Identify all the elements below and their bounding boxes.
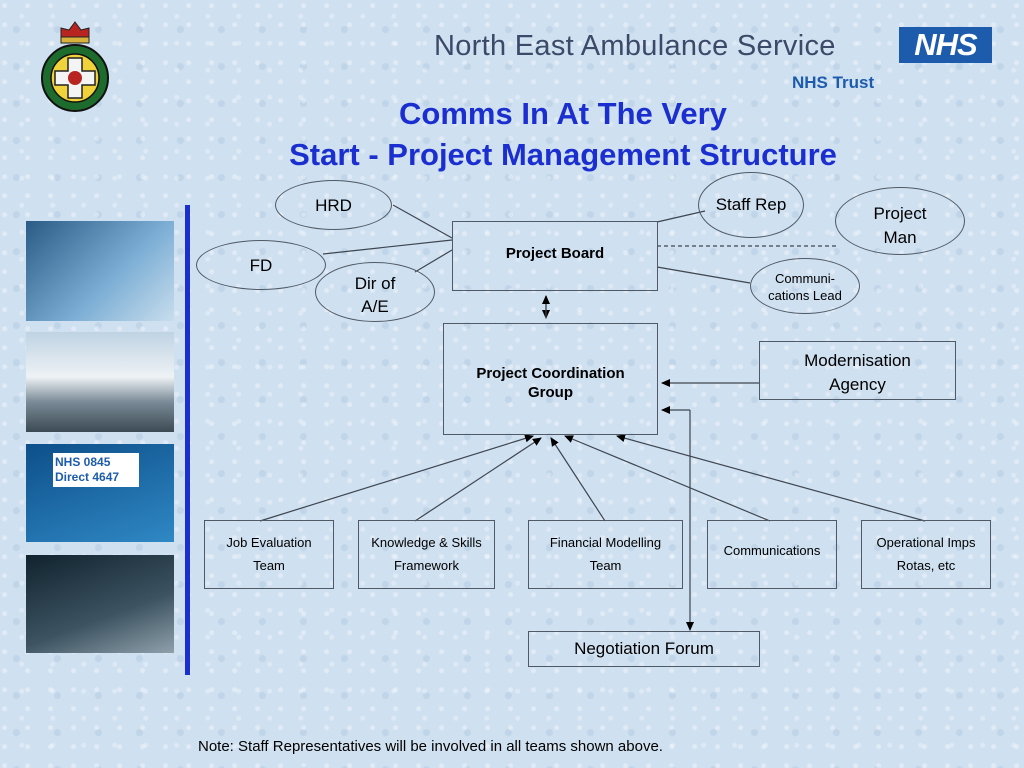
team-label-line2: Rotas, etc bbox=[896, 558, 956, 573]
nhs-direct-line2: Direct 4647 bbox=[55, 470, 120, 484]
staff-rep-label: Staff Rep bbox=[715, 195, 787, 214]
fd-label: FD bbox=[249, 256, 273, 275]
coordination-line2: Group bbox=[528, 384, 573, 401]
photo-paramedic-motorbike bbox=[26, 555, 174, 653]
photo-call-handler bbox=[26, 221, 174, 321]
slide-title-line1: Comms In At The Very bbox=[399, 96, 727, 131]
nhs-logo: NHS bbox=[899, 27, 992, 63]
nhs-direct-sign bbox=[53, 453, 139, 487]
team-label-line1: Communications bbox=[723, 543, 821, 558]
project-board-label: Project Board bbox=[505, 245, 605, 262]
coordination-line1: Project Coordination bbox=[476, 365, 625, 382]
nhs-direct-text: NHS 0845 Direct 4647 bbox=[55, 455, 119, 485]
nhs-direct-line1: NHS 0845 bbox=[55, 455, 111, 469]
comms-lead-line1: Communi- bbox=[775, 271, 835, 286]
dir-label-line1: Dir of bbox=[354, 274, 396, 293]
org-name: North East Ambulance Service bbox=[434, 30, 836, 62]
crest-icon bbox=[41, 21, 109, 112]
modernisation-agency-box: Modernisation Agency bbox=[759, 341, 956, 400]
team-label-line1: Operational Imps bbox=[876, 535, 976, 550]
team-label-line1: Financial Modelling bbox=[549, 535, 662, 550]
team-box-operational-imps: Operational Imps Rotas, etc bbox=[861, 520, 991, 589]
project-man-node: Project Man bbox=[835, 187, 965, 255]
hrd-node: HRD bbox=[275, 180, 392, 230]
project-board-box: Project Board bbox=[452, 221, 658, 291]
slide-title-line2: Start - Project Management Structure bbox=[289, 137, 837, 172]
negotiation-forum-label: Negotiation Forum bbox=[574, 639, 714, 658]
comms-lead-line2: cations Lead bbox=[768, 288, 842, 303]
modernisation-line2: Agency bbox=[829, 375, 886, 394]
fd-node: FD bbox=[196, 240, 326, 290]
comms-lead-node: Communi- cations Lead bbox=[750, 258, 860, 314]
hrd-label: HRD bbox=[315, 196, 352, 215]
divider-bar bbox=[185, 205, 190, 675]
photo-ambulance bbox=[26, 332, 174, 432]
trust-name: NHS Trust bbox=[792, 73, 875, 92]
dir-ae-node: Dir of A/E bbox=[315, 262, 435, 322]
team-box-financial-modelling: Financial Modelling Team bbox=[528, 520, 683, 589]
team-label-line2: Framework bbox=[393, 558, 459, 573]
team-label-line1: Job Evaluation bbox=[226, 535, 312, 550]
modernisation-line1: Modernisation bbox=[804, 351, 911, 370]
staff-rep-node: Staff Rep bbox=[698, 172, 804, 238]
coordination-group-box: Project Coordination Group bbox=[443, 323, 658, 435]
project-man-line2: Man bbox=[883, 228, 917, 247]
negotiation-forum-box: Negotiation Forum bbox=[528, 631, 760, 667]
project-man-line1: Project bbox=[873, 204, 927, 223]
team-box-knowledge-skills: Knowledge & Skills Framework bbox=[358, 520, 495, 589]
team-box-job-evaluation: Job Evaluation Team bbox=[204, 520, 334, 589]
team-box-communications: Communications bbox=[707, 520, 837, 589]
footnote: Note: Staff Representatives will be invo… bbox=[198, 738, 663, 755]
team-label-line2: Team bbox=[589, 558, 622, 573]
team-label-line1: Knowledge & Skills bbox=[371, 535, 482, 550]
team-label-line2: Team bbox=[253, 558, 285, 573]
dir-label-line2: A/E bbox=[361, 297, 389, 316]
